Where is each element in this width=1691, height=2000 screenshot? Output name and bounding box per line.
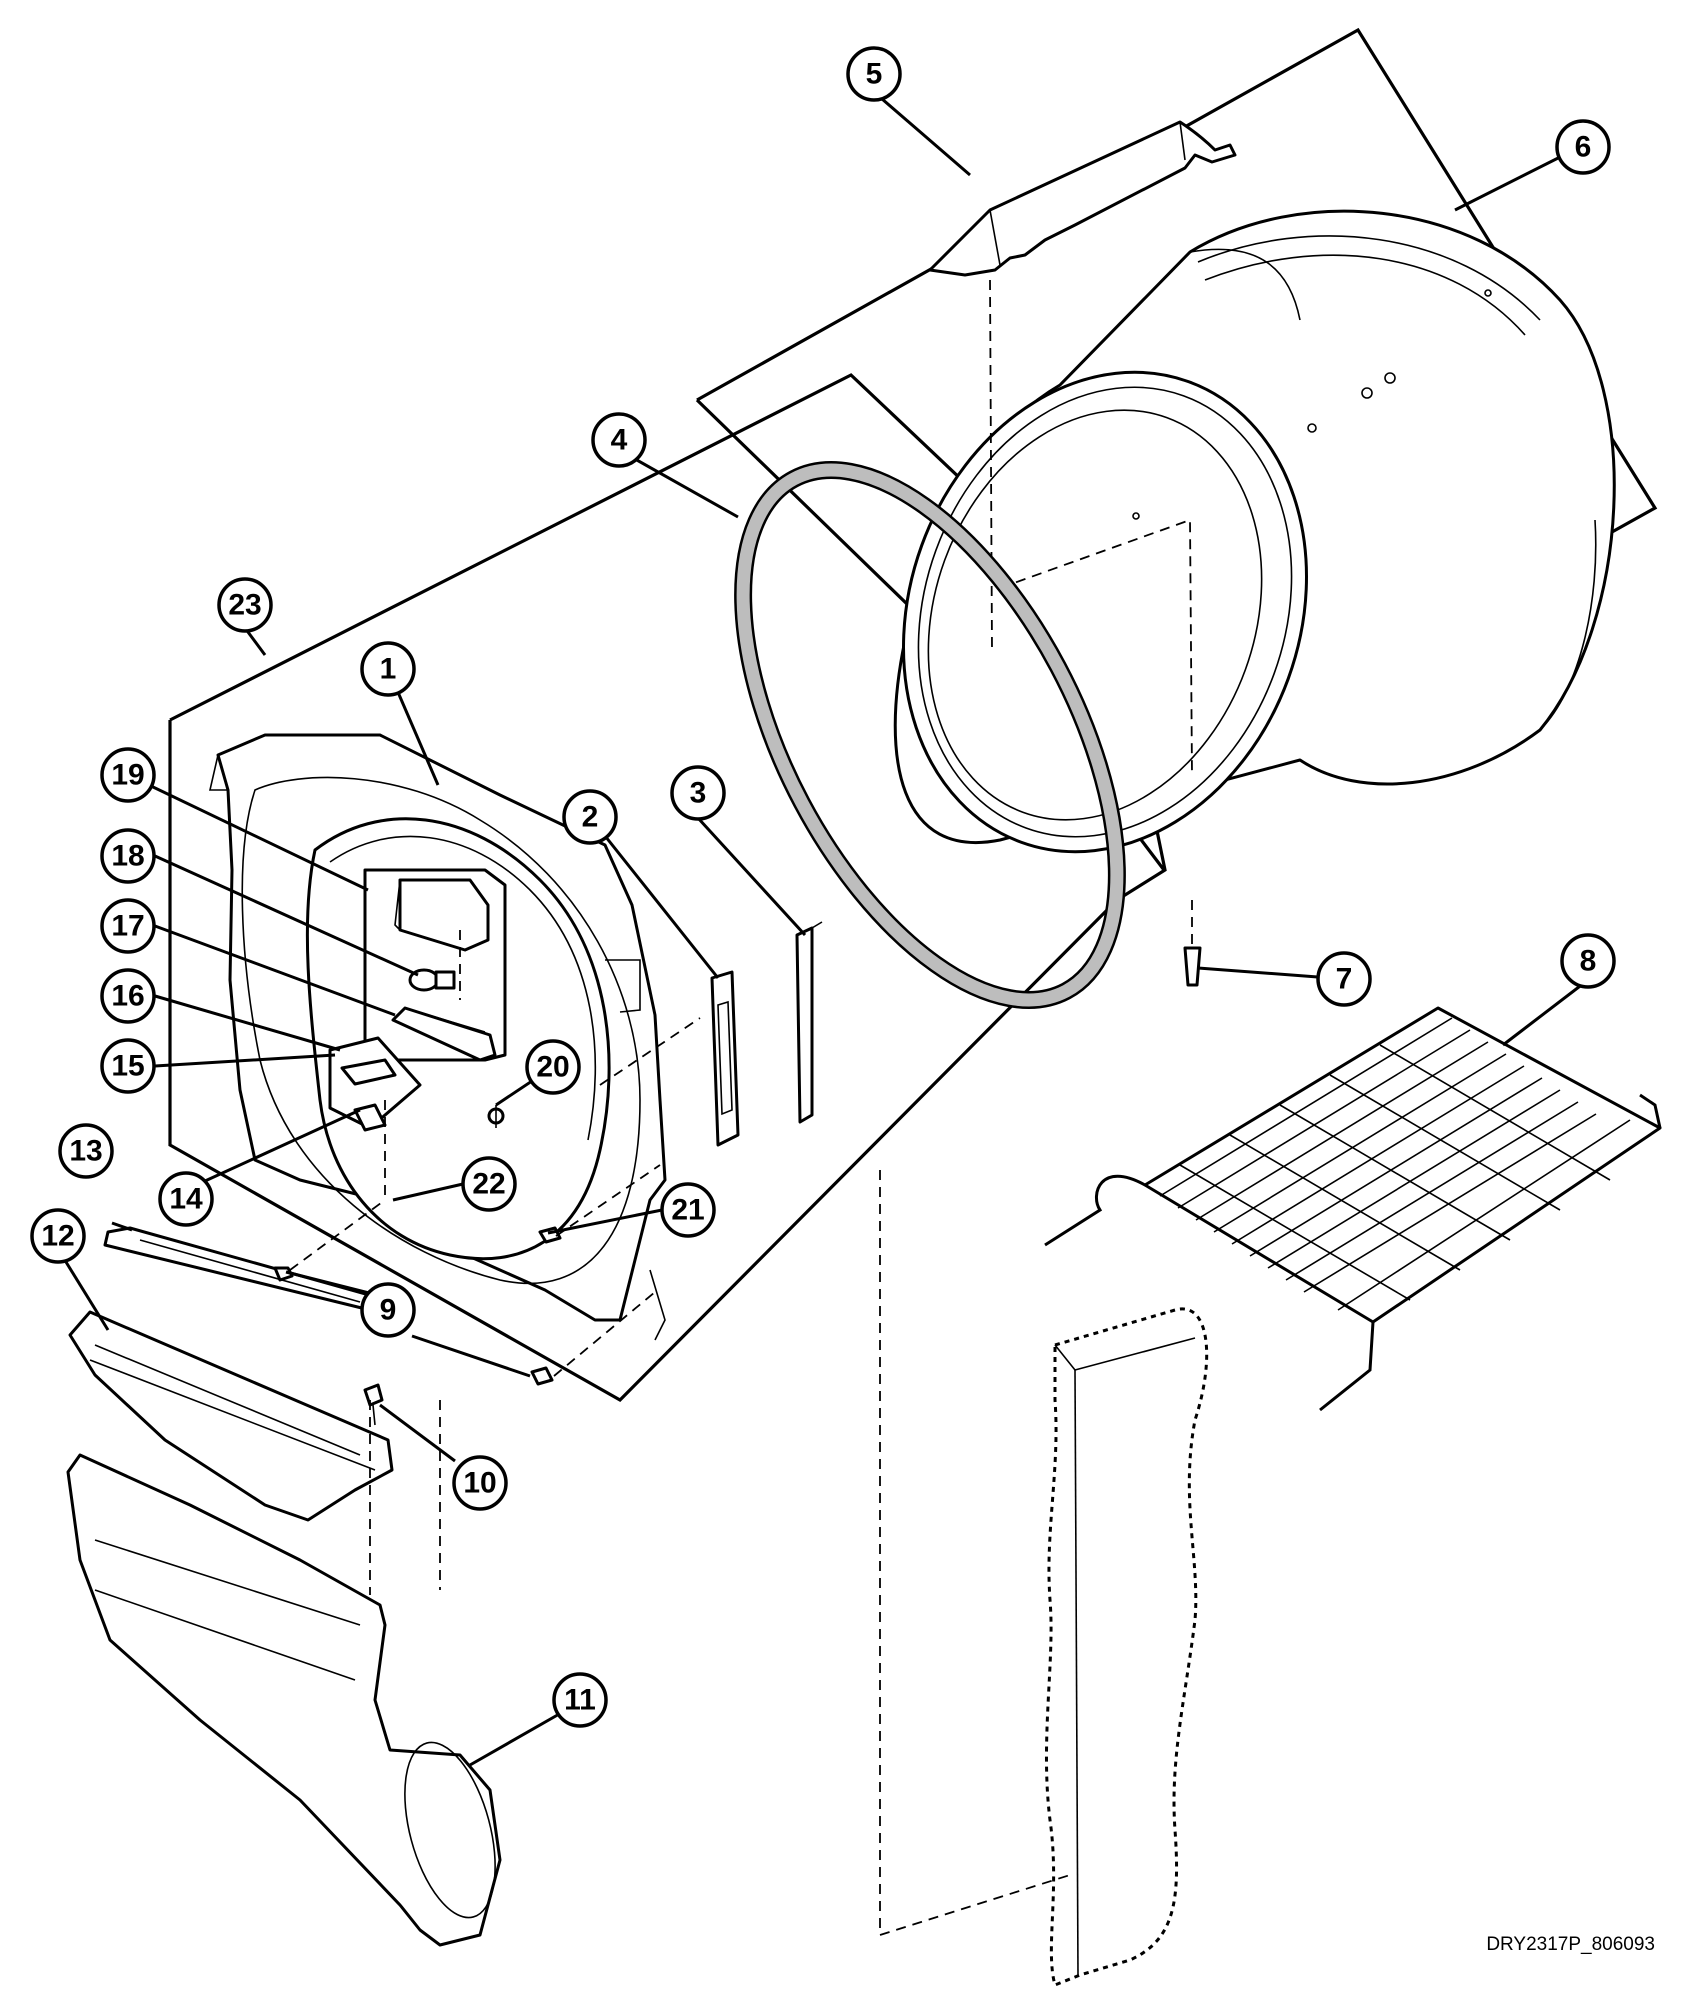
svg-text:2: 2 [582,801,599,834]
svg-text:11: 11 [564,1684,596,1717]
callout-9: 9 [360,1282,416,1338]
svg-text:12: 12 [41,1220,74,1253]
callout-6: 6 [1555,119,1611,175]
hinge-strip-part [599,921,823,1147]
svg-text:20: 20 [536,1051,569,1084]
callout-21: 21 [660,1182,716,1238]
svg-text:21: 21 [671,1194,704,1227]
gasket-part [734,461,1126,1009]
callout-8: 8 [1560,933,1616,989]
leader-lines [64,90,1589,1767]
svg-text:15: 15 [111,1050,144,1083]
callout-14: 14 [158,1171,214,1227]
svg-text:5: 5 [866,58,883,91]
callout-5: 5 [846,46,902,102]
callout-10: 10 [452,1455,508,1511]
callout-22: 22 [461,1156,517,1212]
svg-text:1: 1 [380,653,397,686]
callout-13: 13 [58,1123,114,1179]
svg-text:8: 8 [1580,945,1597,978]
svg-text:9: 9 [380,1294,397,1327]
callout-19: 19 [100,747,156,803]
callout-17: 17 [100,898,156,954]
svg-text:4: 4 [611,424,628,457]
callout-3: 3 [670,765,726,821]
svg-text:14: 14 [169,1183,203,1216]
svg-text:6: 6 [1575,131,1592,164]
svg-text:7: 7 [1336,963,1353,996]
svg-text:3: 3 [690,777,707,810]
callout-4: 4 [591,412,647,468]
svg-text:23: 23 [228,589,261,622]
callout-1: 1 [360,641,416,697]
callout-11: 11 [552,1672,608,1728]
svg-text:10: 10 [463,1467,496,1500]
callout-15: 15 [100,1038,156,1094]
callout-16: 16 [100,968,156,1024]
drying-rack-part [1044,1006,1662,1412]
light-lens-part [391,1006,497,1062]
callout-12: 12 [30,1208,86,1264]
group-box-front-assembly [168,373,1167,1402]
callout-20: 20 [525,1039,581,1095]
baffle-part [928,120,1237,651]
svg-text:22: 22 [472,1168,505,1201]
svg-text:19: 19 [111,759,144,792]
screws-part [273,1100,661,1426]
svg-text:17: 17 [111,910,144,943]
lint-filter-part [68,1310,394,1522]
drawing-code: DRY2317P_806093 [1486,1934,1655,1955]
door-panel-outline [879,1170,1209,1988]
door-switch-part [328,1036,422,1132]
callout-23: 23 [217,577,273,633]
screw-20-part [487,1105,505,1128]
svg-text:18: 18 [111,840,144,873]
drum-part [893,209,1616,854]
svg-text:13: 13 [69,1135,102,1168]
callout-2: 2 [562,789,618,845]
svg-text:16: 16 [111,980,144,1013]
screw-7-part [1183,900,1202,987]
callout-7: 7 [1316,951,1372,1007]
callout-18: 18 [100,828,156,884]
lint-duct-part [66,1400,502,1947]
